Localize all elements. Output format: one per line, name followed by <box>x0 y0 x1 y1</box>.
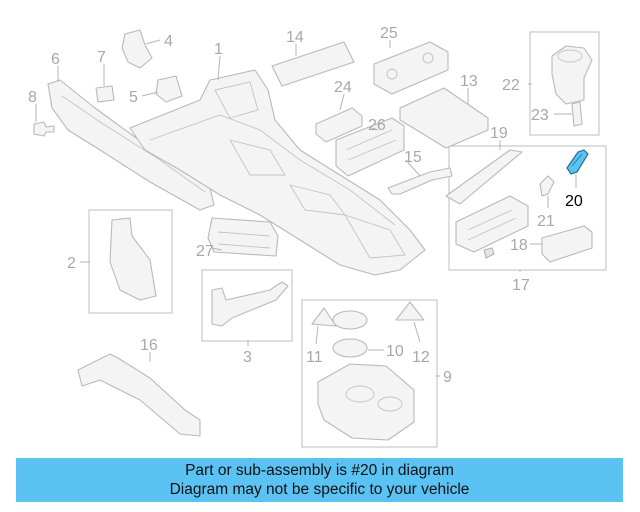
leader-1 <box>217 55 221 81</box>
part-13-pad <box>399 87 489 149</box>
part-9-cupholder <box>317 363 415 441</box>
callout-9: 9 <box>443 369 452 386</box>
part-11 <box>311 307 337 327</box>
part-18-screw <box>483 247 495 259</box>
part-9-cup-a <box>345 385 375 403</box>
part-25-knob-b <box>422 52 434 64</box>
leader-11 <box>315 325 319 345</box>
part-27 <box>207 217 279 257</box>
leader-24 <box>339 93 345 111</box>
part-9-cup-b <box>377 396 403 412</box>
part-17-detail <box>467 209 517 241</box>
callout-11: 11 <box>306 349 323 366</box>
callout-14: 14 <box>286 29 304 46</box>
part-10-upper <box>332 310 368 330</box>
banner-line-2: Diagram may not be specific to your vehi… <box>169 481 470 498</box>
callout-27: 27 <box>196 243 214 260</box>
banner-line-1: Part or sub-assembly is #20 in diagram <box>185 462 454 479</box>
part-1-detail-a <box>149 114 396 226</box>
part-25-knob-a <box>386 68 398 80</box>
part-6-side-trim <box>47 79 215 211</box>
callout-12: 12 <box>412 349 430 366</box>
callout-6: 6 <box>51 51 60 68</box>
part-18 <box>541 225 593 263</box>
callout-13: 13 <box>460 73 478 90</box>
part-19-strip <box>445 149 523 205</box>
callout-4: 4 <box>164 33 173 50</box>
part-23 <box>571 101 583 127</box>
part-4 <box>121 29 153 69</box>
callout-18: 18 <box>510 237 528 254</box>
part-15-hook <box>387 167 453 195</box>
info-banner: Part or sub-assembly is #20 in diagram D… <box>16 458 623 502</box>
callout-17: 17 <box>512 277 530 294</box>
part-6-detail <box>61 95 206 193</box>
part-12 <box>395 301 425 321</box>
leader-26 <box>371 127 379 131</box>
leader-4 <box>145 39 161 45</box>
callout-26: 26 <box>368 117 386 134</box>
part-1-detail-e <box>344 214 406 259</box>
callout-25: 25 <box>380 25 398 42</box>
leader-27 <box>211 247 223 251</box>
part-5 <box>155 75 183 103</box>
group-box-17 <box>448 145 607 271</box>
part-20-detail <box>571 153 583 167</box>
callout-2: 2 <box>67 255 76 272</box>
part-21 <box>539 175 555 197</box>
part-25-switch <box>373 41 449 95</box>
leader-12 <box>413 321 421 343</box>
part-24 <box>315 107 363 143</box>
callout-21: 21 <box>537 213 555 230</box>
leader-15 <box>405 159 421 177</box>
callout-19: 19 <box>490 125 508 142</box>
part-17-trim <box>455 195 529 253</box>
callout-16: 16 <box>140 337 158 354</box>
part-8-screw <box>33 121 55 137</box>
part-3-bracket <box>211 281 289 327</box>
callout-10: 10 <box>386 343 404 360</box>
part-1-detail-c <box>229 139 286 176</box>
part-20-highlighted <box>566 149 589 175</box>
part-16-duct <box>77 353 201 437</box>
callout-20: 20 <box>565 193 583 210</box>
callout-22: 22 <box>502 77 520 94</box>
part-1-detail-b <box>214 81 259 119</box>
part-26-detail <box>345 129 397 161</box>
group-box-9 <box>301 299 438 448</box>
callout-7: 7 <box>97 49 106 66</box>
callout-3: 3 <box>243 349 252 366</box>
callout-23: 23 <box>531 107 549 124</box>
callout-15: 15 <box>404 149 422 166</box>
part-22-detail <box>557 49 583 63</box>
part-27-detail <box>217 231 271 249</box>
callout-1: 1 <box>214 41 223 58</box>
part-14-panel <box>271 41 355 87</box>
group-box-3 <box>201 269 293 342</box>
part-2-bracket <box>109 217 157 301</box>
callout-5: 5 <box>129 89 138 106</box>
leader-5 <box>141 91 159 97</box>
part-10-lower <box>332 338 368 358</box>
callout-24: 24 <box>334 79 352 96</box>
callout-8: 8 <box>28 89 37 106</box>
part-7 <box>95 85 115 103</box>
